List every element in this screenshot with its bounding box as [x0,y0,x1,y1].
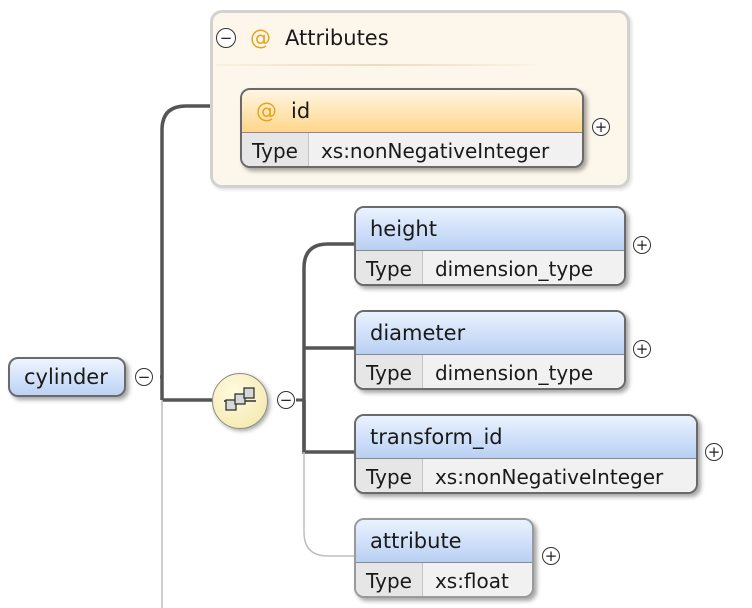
collapse-attributes-button[interactable]: − [216,28,236,48]
attributes-header: − @ Attributes [216,22,389,54]
plus-icon: + [635,339,649,358]
collapse-sequence-button[interactable]: − [277,391,295,409]
at-icon: @ [256,99,277,123]
element-name: height [370,217,437,241]
sequence-compositor[interactable] [212,373,268,429]
minus-icon: − [279,390,293,409]
expand-transform-id-button[interactable]: + [705,443,723,461]
at-icon: @ [250,26,271,50]
attributes-title: Attributes [285,26,389,50]
minus-icon: − [219,28,233,47]
connector-seq-transform [302,400,354,454]
element-type-row: Type dimension_type [356,355,624,388]
type-value: dimension_type [422,251,624,284]
type-label: Type [356,459,423,492]
type-label: Type [242,133,309,166]
root-element-cylinder[interactable]: cylinder [8,357,126,397]
attributes-divider [216,64,536,66]
attribute-type-row: Type xs:nonNegativeInteger [242,133,582,166]
element-name: transform_id [370,425,503,449]
type-value: xs:nonNegativeInteger [422,459,696,492]
connector-root-attributes [160,104,210,400]
expand-height-button[interactable]: + [633,236,651,254]
expand-id-button[interactable]: + [592,118,610,136]
type-value: dimension_type [422,355,624,388]
element-name: attribute [370,529,462,553]
attribute-name: id [291,99,311,123]
element-height-header: height [356,208,624,251]
type-label: Type [356,563,423,596]
element-type-row: Type dimension_type [356,251,624,284]
attribute-id-header: @ id [242,90,582,133]
element-type-row: Type xs:nonNegativeInteger [356,459,696,492]
type-value: xs:nonNegativeInteger [308,133,582,166]
connector-seq-attribute [303,452,354,557]
type-label: Type [356,251,423,284]
element-attribute-card[interactable]: attribute Type xs:float [354,518,534,598]
expand-attribute-button[interactable]: + [542,547,560,565]
element-transform-id-header: transform_id [356,416,696,459]
element-diameter-card[interactable]: diameter Type dimension_type [354,310,626,390]
collapse-cylinder-button[interactable]: − [135,368,153,386]
expand-diameter-button[interactable]: + [633,340,651,358]
connector-seq-height [302,242,354,452]
attribute-id-card[interactable]: @ id Type xs:nonNegativeInteger [240,88,584,168]
plus-icon: + [544,546,558,565]
element-type-row: Type xs:float [356,563,532,596]
element-diameter-header: diameter [356,312,624,355]
type-label: Type [356,355,423,388]
plus-icon: + [594,117,608,136]
element-name: diameter [370,321,466,345]
minus-icon: − [137,367,151,386]
sequence-icon [224,387,256,411]
element-name: cylinder [24,365,108,389]
element-transform-id-card[interactable]: transform_id Type xs:nonNegativeInteger [354,414,698,494]
plus-icon: + [707,442,721,461]
element-attribute-header: attribute [356,520,532,563]
plus-icon: + [635,235,649,254]
element-height-card[interactable]: height Type dimension_type [354,206,626,286]
type-value: xs:float [422,563,532,596]
